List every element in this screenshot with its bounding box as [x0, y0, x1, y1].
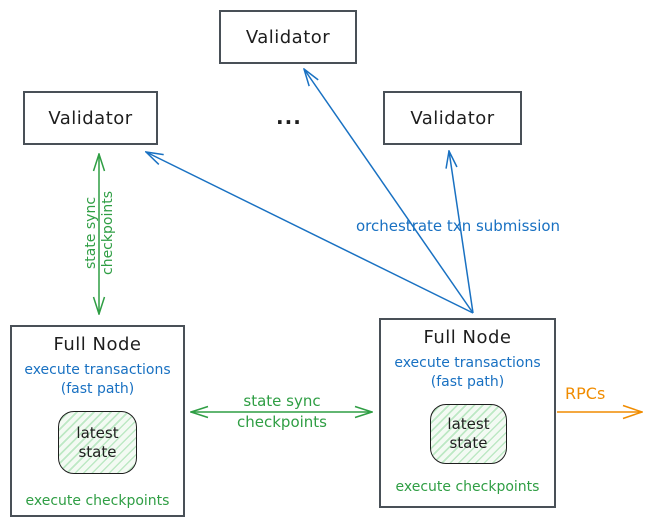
validator-right-box: Validator — [383, 91, 522, 145]
state-sync-left-line2: checkpoints — [100, 191, 116, 275]
validator-top-label: Validator — [245, 26, 331, 48]
validator-right-label: Validator — [410, 107, 495, 129]
orchestrate-arrow-to-validator-top — [304, 69, 474, 314]
full-node-right-box: Full Node execute transactions (fast pat… — [379, 318, 556, 508]
execute-checkpoints-label: execute checkpoints — [395, 479, 540, 495]
latest-state-box: latest state — [58, 411, 137, 474]
orchestrate-arrow-to-validator-left — [146, 152, 474, 314]
execute-checkpoints-label: execute checkpoints — [25, 493, 170, 509]
orchestrate-arrow-to-validator-right — [449, 151, 474, 314]
latest-state-label: latest state — [447, 415, 490, 452]
validators-ellipsis: ... — [276, 105, 302, 129]
state-sync-left-line1: state sync — [83, 196, 99, 270]
fast-path-label: (fast path) — [60, 381, 135, 397]
validator-left-label: Validator — [48, 107, 133, 129]
latest-state-box: latest state — [430, 404, 507, 464]
full-node-left-title: Full Node — [53, 334, 142, 355]
state-sync-middle-line2: checkpoints — [237, 413, 327, 431]
full-node-right-title: Full Node — [423, 327, 512, 348]
state-sync-left-label: state sync checkpoints — [83, 183, 117, 283]
latest-state-label: latest state — [76, 423, 119, 461]
execute-transactions-label: execute transactions — [24, 362, 171, 378]
state-sync-middle-line1: state sync — [243, 392, 321, 410]
full-node-left-box: Full Node execute transactions (fast pat… — [10, 325, 185, 517]
state-sync-arrows — [99, 154, 372, 412]
orchestrate-label: orchestrate txn submission — [356, 217, 561, 235]
validator-top-box: Validator — [219, 10, 357, 64]
rpcs-label: RPCs — [565, 384, 606, 403]
execute-transactions-label: execute transactions — [394, 355, 541, 371]
validator-left-box: Validator — [23, 91, 158, 145]
orchestrate-arrows — [146, 69, 474, 314]
fast-path-label: (fast path) — [430, 374, 505, 390]
